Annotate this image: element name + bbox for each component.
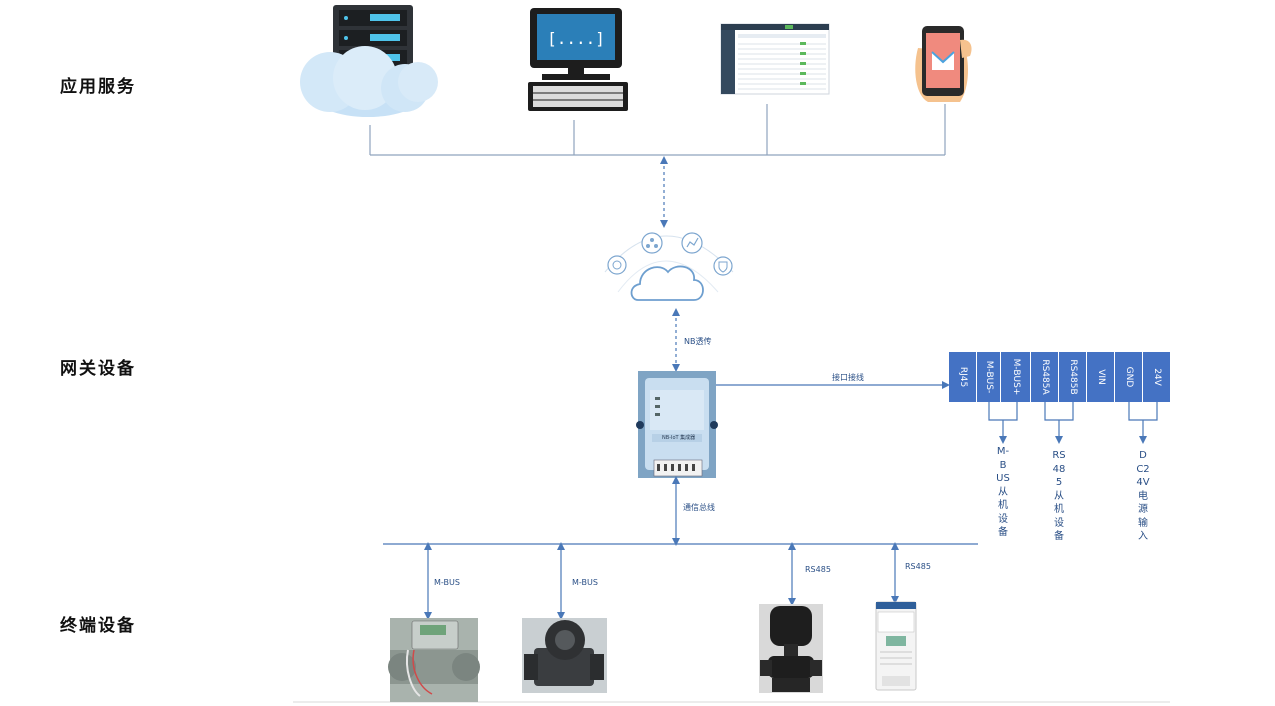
port-mbus-plus: M-BUS+ [1001,352,1030,402]
layer-label-terminal: 终端设备 [60,616,136,636]
rs485-link-label-1: RS485 [805,565,831,574]
port-vin: VIN [1087,352,1114,402]
rs485-energy-meter-image [875,601,917,691]
port-24v: 24V [1143,352,1170,402]
mobile-phone-icon [915,26,972,102]
application-connector-lines [369,104,946,156]
mbus-water-meter-image [522,618,607,693]
rs485-valve-actuator-image [759,604,823,693]
mbus-link-label-1: M-BUS [434,578,460,587]
cloud-server-icon [300,5,438,117]
computer-icon: [....] [528,8,628,111]
mbus-slave-description: M-BUS从机设备 [996,446,1010,538]
mbus-heat-meter-image [388,618,480,702]
communication-bus-label: 通信总线 [683,503,715,512]
port-gnd: GND [1115,352,1142,402]
dc-input-description: DC24V电源输入 [1136,450,1150,542]
rs485-link-label-2: RS485 [905,562,931,571]
layer-label-gateway: 网关设备 [60,359,136,379]
gateway-model-label: NB-IoT 集成器 [662,435,696,441]
layer-label-application: 应用服务 [60,77,136,97]
port-rj45: RJ45 [949,352,976,402]
terminal-drop-arrows [424,542,899,620]
web-dashboard-icon [720,23,830,95]
port-mbus-minus: M-BUS- [977,352,1000,402]
port-rs485b: RS485B [1059,352,1086,402]
svg-text:[....]: [....] [547,29,605,48]
port-rs485a: RS485A [1031,352,1058,402]
nb-link-label: NB透传 [684,337,712,346]
rs485-slave-description: RS485从机设备 [1052,450,1066,542]
gateway-device-image [636,371,718,478]
interface-wiring-label: 接口接线 [832,373,864,382]
port-brackets [988,402,1158,444]
iot-cloud-platform-icon [604,232,734,301]
mbus-link-label-2: M-BUS [572,578,598,587]
